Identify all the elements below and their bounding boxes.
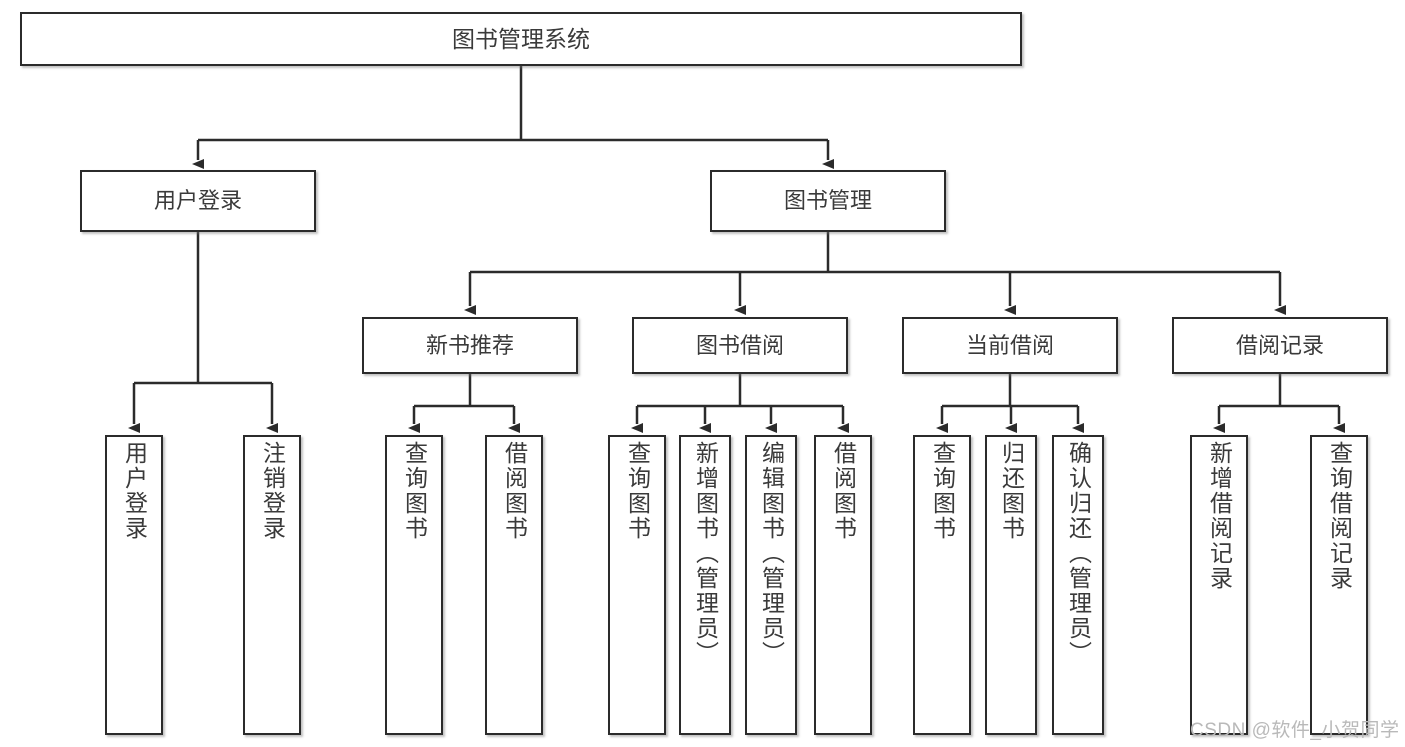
node-leaf-query-book-3[interactable]: 查询图书	[913, 435, 971, 735]
node-leaf-user-login[interactable]: 用户登录	[105, 435, 163, 735]
node-book-borrow-label: 图书借阅	[695, 332, 784, 358]
node-leaf-edit-book[interactable]: 编辑图书（管理员）	[745, 435, 797, 735]
node-leaf-add-book[interactable]: 新增图书（管理员）	[679, 435, 731, 735]
node-root[interactable]: 图书管理系统	[20, 12, 1022, 66]
node-leaf-query-book-1[interactable]: 查询图书	[385, 435, 443, 735]
node-leaf-logout-label: 注销登录	[259, 441, 286, 541]
node-leaf-edit-book-label: 编辑图书（管理员）	[758, 441, 785, 666]
node-leaf-logout[interactable]: 注销登录	[243, 435, 301, 735]
node-leaf-add-book-label: 新增图书（管理员）	[692, 441, 719, 666]
node-leaf-add-record[interactable]: 新增借阅记录	[1190, 435, 1248, 735]
csdn-watermark: CSDN @软件_小贺同学	[1190, 720, 1400, 741]
node-current-borrow-label: 当前借阅	[965, 332, 1054, 358]
node-new-book-recommend-label: 新书推荐	[425, 332, 514, 358]
node-current-borrow[interactable]: 当前借阅	[902, 317, 1118, 374]
node-leaf-confirm-return-label: 确认归还（管理员）	[1065, 441, 1092, 666]
node-user-login[interactable]: 用户登录	[80, 170, 316, 232]
node-book-manage[interactable]: 图书管理	[710, 170, 946, 232]
node-leaf-confirm-return[interactable]: 确认归还（管理员）	[1052, 435, 1104, 735]
node-leaf-borrow-book-1-label: 借阅图书	[501, 441, 528, 541]
node-leaf-borrow-book-2[interactable]: 借阅图书	[814, 435, 872, 735]
node-borrow-record-label: 借阅记录	[1235, 332, 1324, 358]
node-leaf-query-book-2-label: 查询图书	[624, 441, 651, 541]
node-leaf-return-book-label: 归还图书	[998, 441, 1025, 541]
node-leaf-return-book[interactable]: 归还图书	[985, 435, 1037, 735]
node-new-book-recommend[interactable]: 新书推荐	[362, 317, 578, 374]
node-borrow-record[interactable]: 借阅记录	[1172, 317, 1388, 374]
node-leaf-borrow-book-2-label: 借阅图书	[830, 441, 857, 541]
node-book-borrow[interactable]: 图书借阅	[632, 317, 848, 374]
node-book-manage-label: 图书管理	[783, 188, 872, 214]
node-leaf-query-record[interactable]: 查询借阅记录	[1310, 435, 1368, 735]
node-root-label: 图书管理系统	[452, 25, 590, 52]
node-leaf-add-record-label: 新增借阅记录	[1206, 441, 1233, 591]
node-leaf-borrow-book-1[interactable]: 借阅图书	[485, 435, 543, 735]
node-user-login-label: 用户登录	[153, 188, 242, 214]
node-leaf-query-book-3-label: 查询图书	[929, 441, 956, 541]
node-leaf-user-login-label: 用户登录	[121, 441, 148, 541]
node-leaf-query-book-1-label: 查询图书	[401, 441, 428, 541]
node-leaf-query-book-2[interactable]: 查询图书	[608, 435, 666, 735]
node-leaf-query-record-label: 查询借阅记录	[1326, 441, 1353, 591]
